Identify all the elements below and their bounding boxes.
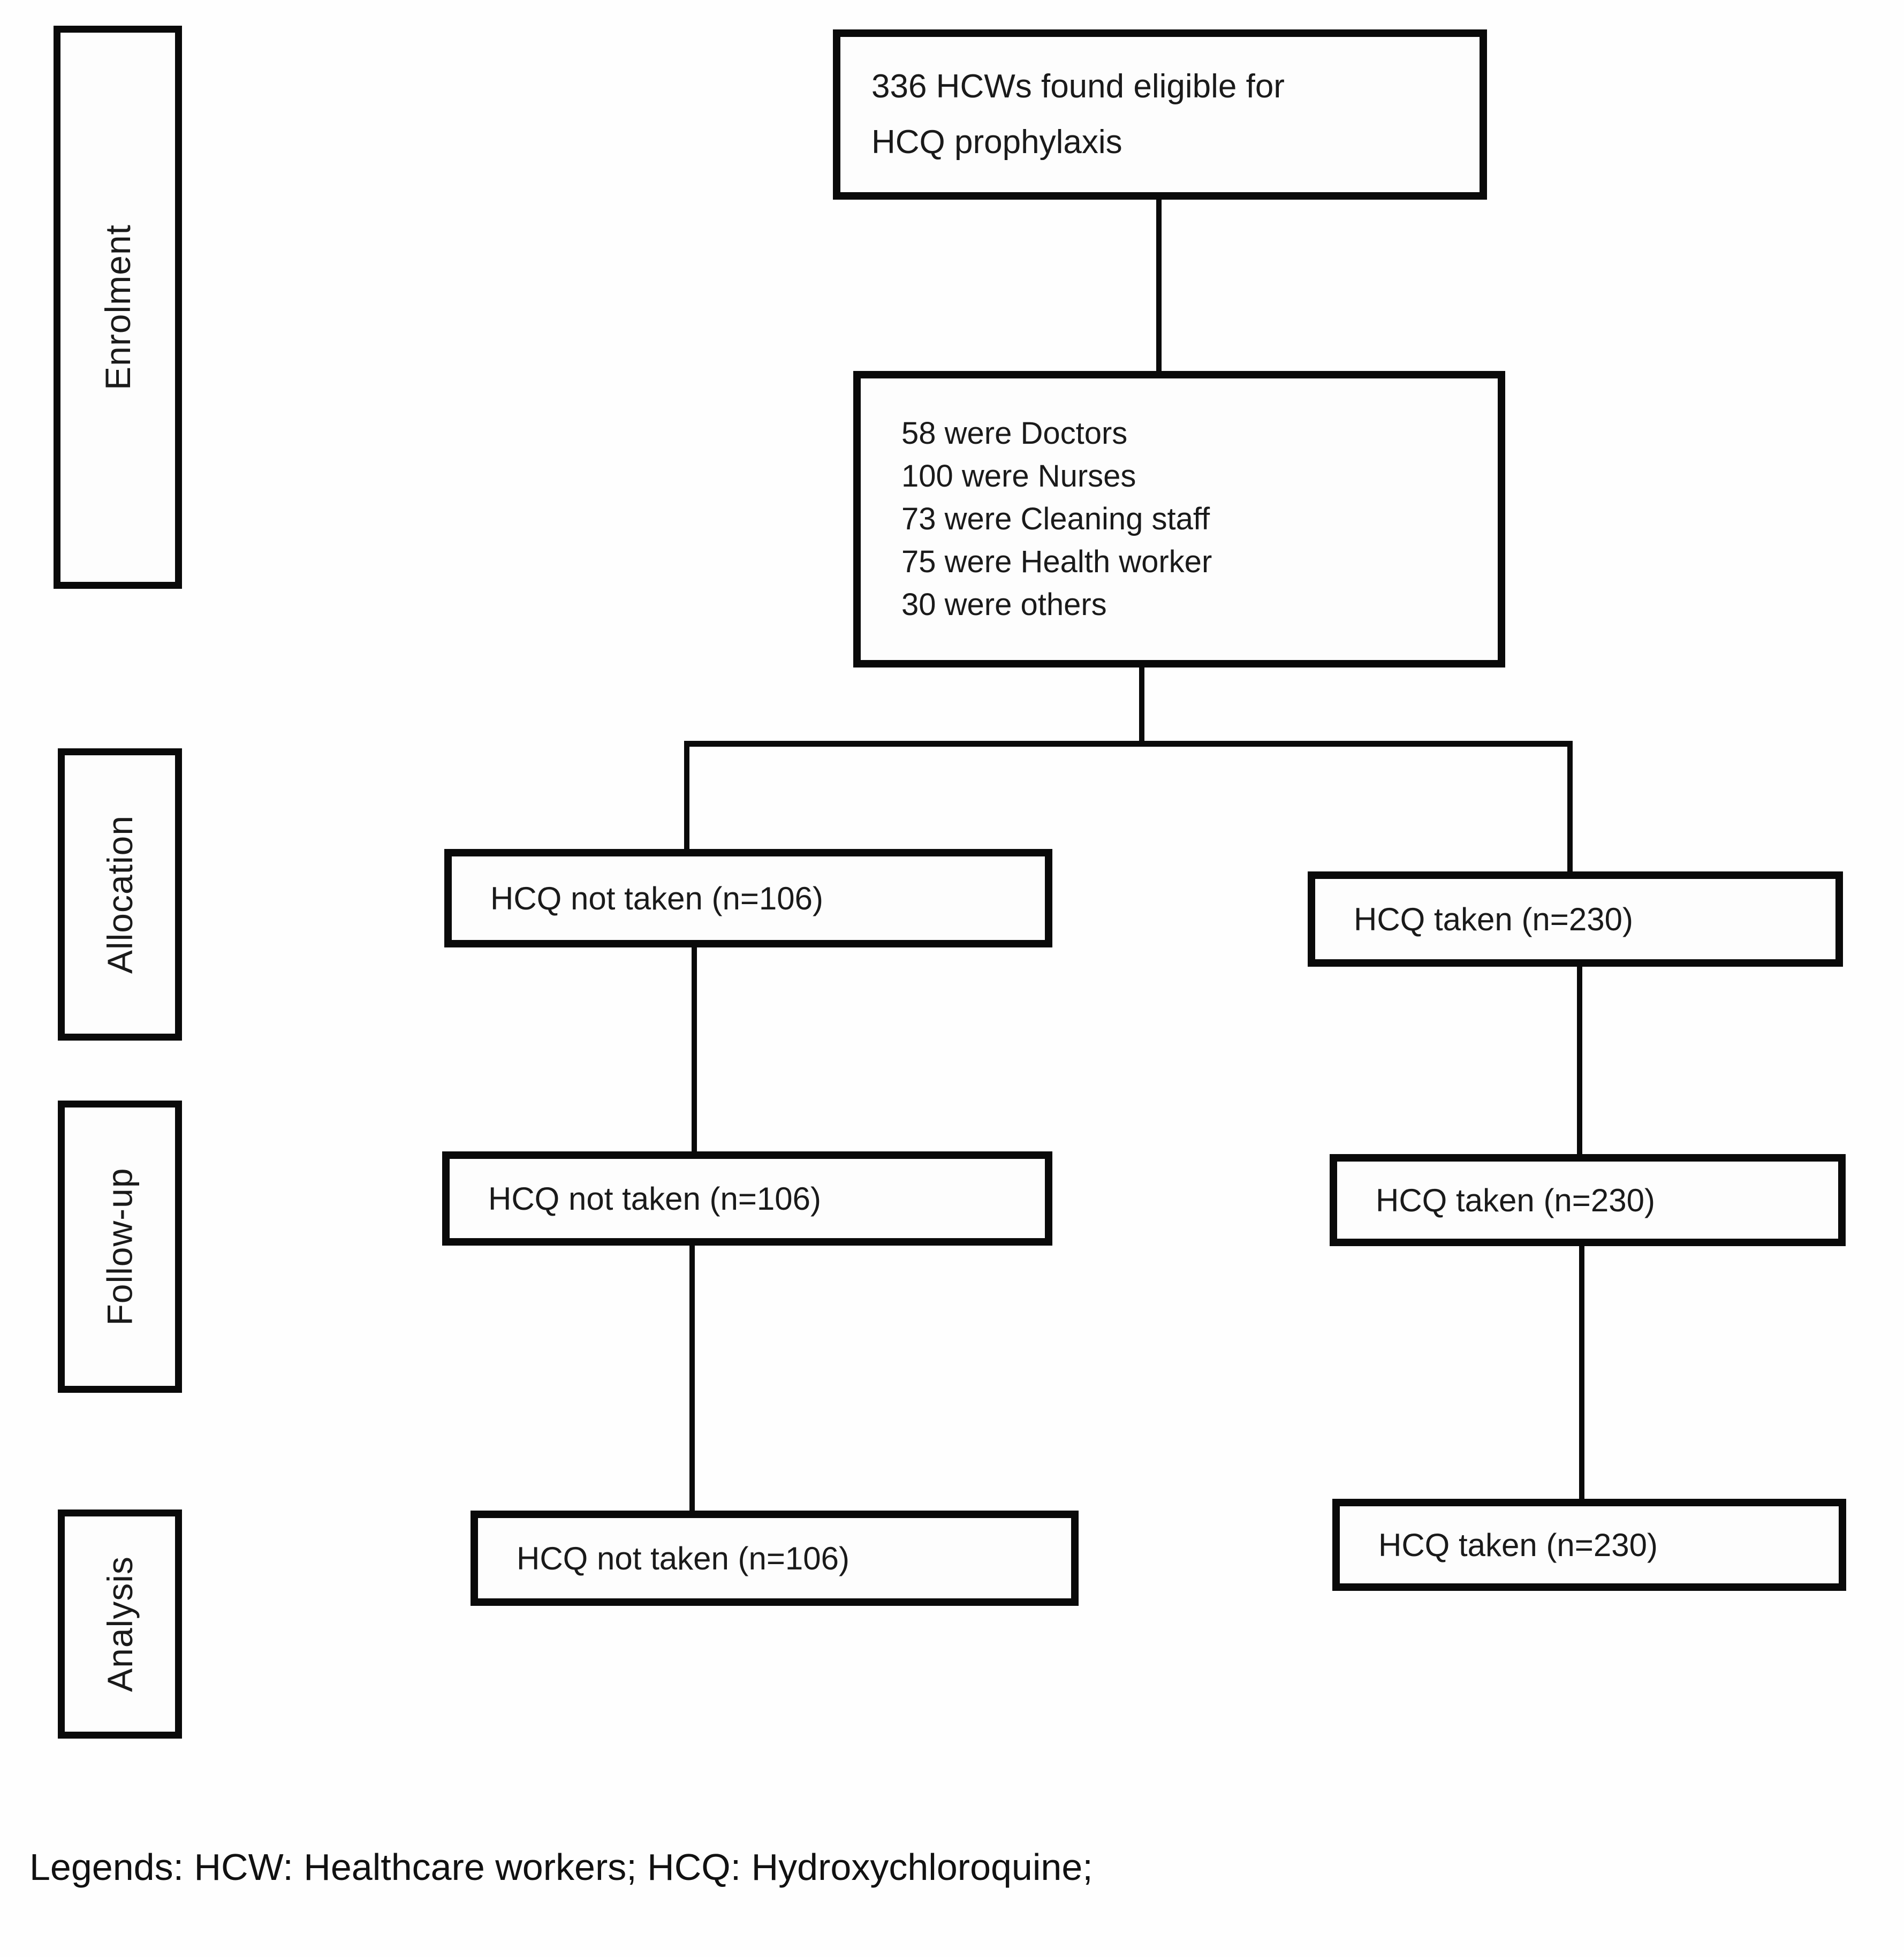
box-followup-taken: HCQ taken (n=230)	[1330, 1154, 1846, 1246]
stage-label-analysis: Analysis	[100, 1556, 140, 1692]
box-text-line: HCQ not taken (n=106)	[517, 1540, 850, 1576]
stage-label-enrolment: Enrolment	[98, 224, 138, 390]
box-analysis-not-taken: HCQ not taken (n=106)	[471, 1511, 1079, 1606]
connector-branch-left-drop	[684, 741, 689, 852]
stage-box-enrolment: Enrolment	[54, 26, 182, 589]
stage-box-analysis: Analysis	[58, 1510, 182, 1739]
box-text-line: HCQ taken (n=230)	[1376, 1182, 1655, 1218]
stage-label-allocation: Allocation	[100, 815, 140, 974]
box-text-line: HCQ taken (n=230)	[1354, 901, 1633, 937]
connector-eligible-to-breakdown	[1156, 197, 1162, 375]
legend-text: Legends: HCW: Healthcare workers; HCQ: H…	[29, 1846, 1093, 1888]
box-text-line: 336 HCWs found eligible for	[871, 68, 1285, 105]
connector-alloc-to-followup-right	[1577, 965, 1582, 1157]
connector-followup-to-analysis-left	[689, 1243, 695, 1514]
box-text-line: HCQ not taken (n=106)	[488, 1180, 822, 1217]
box-text-line: 100 were Nurses	[901, 459, 1136, 494]
box-allocation-not-taken: HCQ not taken (n=106)	[444, 849, 1052, 947]
box-analysis-taken: HCQ taken (n=230)	[1332, 1499, 1846, 1591]
stage-box-allocation: Allocation	[58, 748, 182, 1041]
box-text-line: 75 were Health worker	[901, 544, 1212, 579]
box-allocation-taken: HCQ taken (n=230)	[1308, 871, 1843, 967]
connector-branch-right-drop	[1567, 741, 1573, 875]
connector-branch-horizontal	[684, 741, 1573, 747]
box-text-line: 58 were Doctors	[901, 416, 1128, 451]
box-breakdown: 58 were Doctors 100 were Nurses 73 were …	[853, 371, 1505, 667]
stage-box-followup: Follow-up	[58, 1101, 182, 1393]
box-text-line: HCQ not taken (n=106)	[490, 880, 824, 916]
stage-label-followup: Follow-up	[100, 1167, 140, 1326]
box-eligible: 336 HCWs found eligible for HCQ prophyla…	[833, 29, 1487, 200]
connector-breakdown-stem	[1139, 665, 1144, 745]
box-followup-not-taken: HCQ not taken (n=106)	[442, 1151, 1052, 1246]
connector-followup-to-analysis-right	[1579, 1244, 1584, 1502]
box-text-line: 73 were Cleaning staff	[901, 502, 1210, 536]
box-text-line: HCQ taken (n=230)	[1378, 1527, 1658, 1563]
connector-alloc-to-followup-left	[692, 945, 697, 1155]
box-text-line: 30 were others	[901, 587, 1107, 622]
box-text-line: HCQ prophylaxis	[871, 124, 1122, 161]
